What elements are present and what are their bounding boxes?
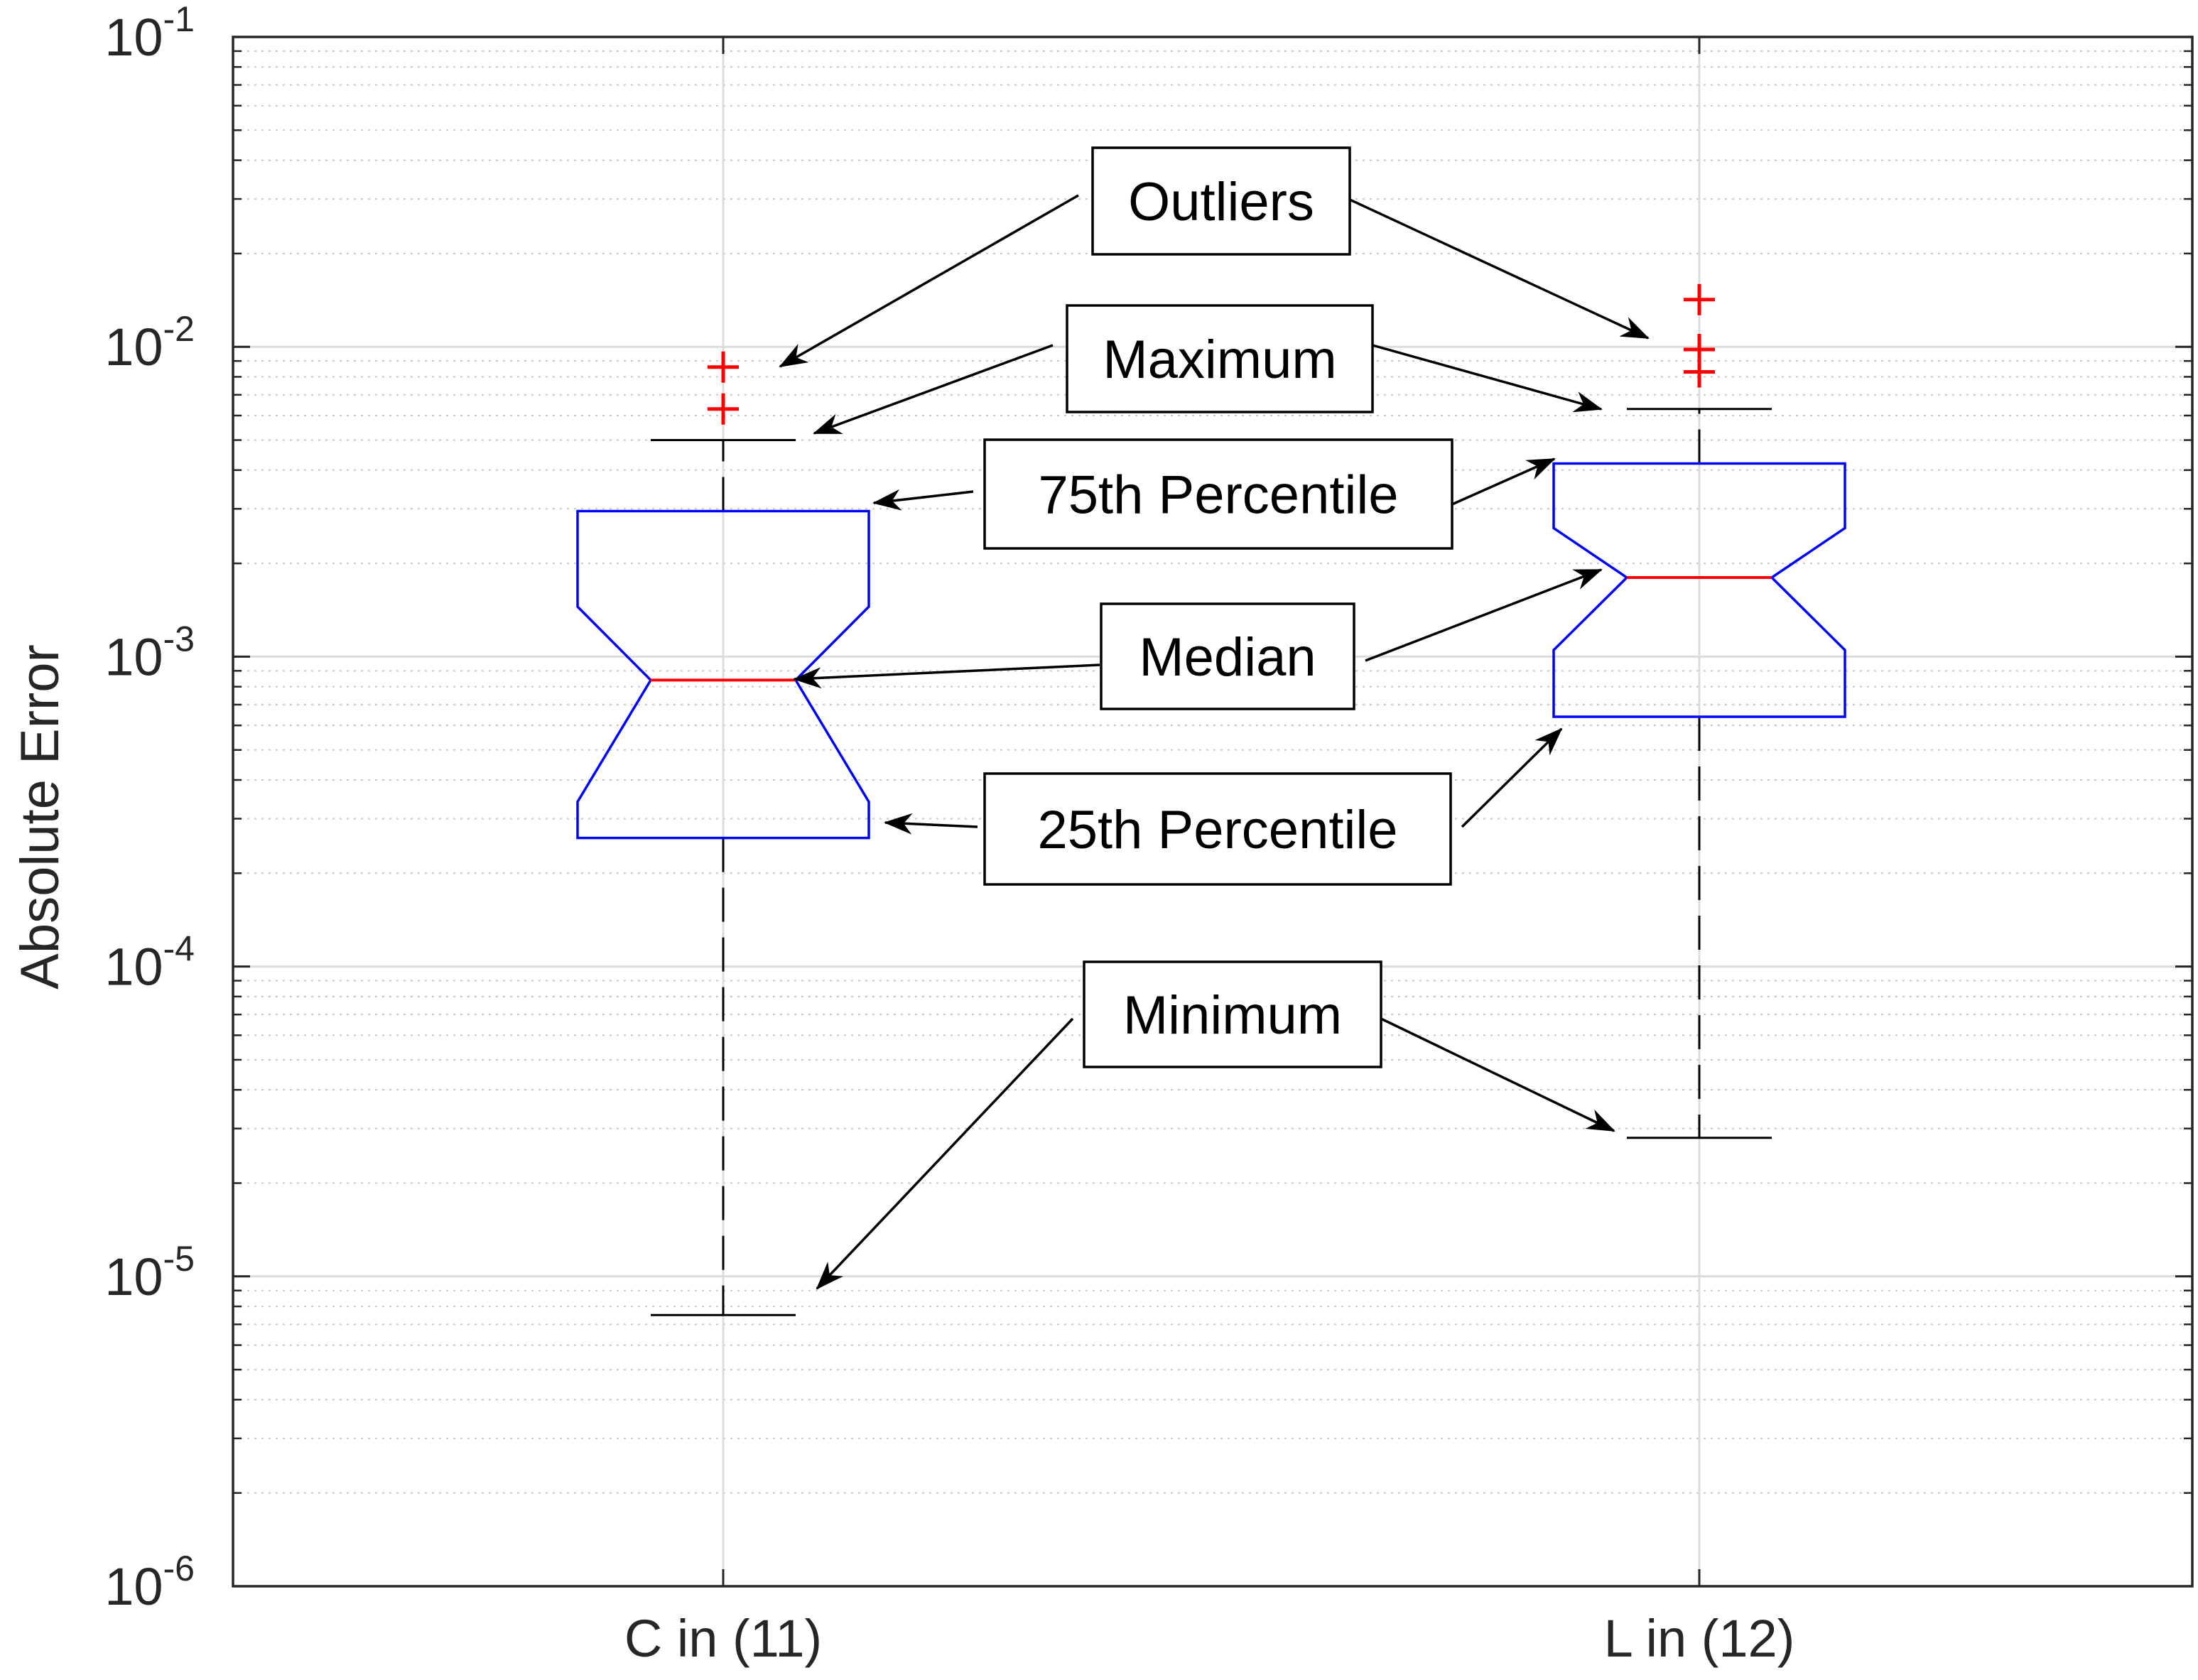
annotation-box xyxy=(983,438,1453,550)
annotation-label: Maximum xyxy=(1103,330,1336,390)
y-axis-label: Absolute Error xyxy=(10,644,70,990)
outlier-marker xyxy=(1684,283,1715,315)
y-tick-exponent: -1 xyxy=(163,0,195,39)
y-tick-base: 10 xyxy=(104,318,163,376)
annotation-arrow xyxy=(1451,457,1556,506)
y-tick-base: 10 xyxy=(104,1247,163,1306)
y-tick-label: 10-1 xyxy=(104,0,195,67)
y-tick-label: 10-5 xyxy=(104,1239,195,1306)
x-tick-label: C in (11) xyxy=(624,1609,822,1668)
box-group xyxy=(1552,283,1846,1139)
annotation-label: 75th Percentile xyxy=(1039,465,1399,526)
axes-frame xyxy=(232,36,2194,1588)
annotation-arrow xyxy=(793,663,1100,689)
annotation-arrow xyxy=(813,344,1054,435)
y-tick-base: 10 xyxy=(104,1557,163,1616)
annotation-arrow xyxy=(872,489,974,511)
annotation-box xyxy=(1083,960,1382,1068)
annotation-label: Outliers xyxy=(1128,172,1314,232)
annotation-arrow xyxy=(1461,727,1563,828)
annotation-label: 25th Percentile xyxy=(1038,800,1398,860)
annotation-median: Median xyxy=(793,568,1603,710)
annotation-arrow xyxy=(1349,198,1650,340)
annotation-p25: 25th Percentile xyxy=(884,727,1563,886)
annotation-box xyxy=(1066,304,1374,413)
y-tick-base: 10 xyxy=(104,627,163,686)
y-tick-label: 10-2 xyxy=(104,309,195,376)
outlier-marker xyxy=(708,351,739,383)
box-group xyxy=(576,351,870,1316)
annotation-minimum: Minimum xyxy=(816,960,1615,1290)
y-tick-base: 10 xyxy=(104,8,163,67)
annotation-arrow xyxy=(779,194,1079,368)
annotation-maximum: Maximum xyxy=(813,304,1603,435)
y-tick-exponent: -2 xyxy=(163,309,195,349)
annotation-arrow xyxy=(816,1017,1074,1290)
outlier-marker xyxy=(708,393,739,425)
y-tick-exponent: -4 xyxy=(163,929,195,969)
x-tick-label: L in (12) xyxy=(1604,1609,1795,1668)
annotation-arrow xyxy=(1372,344,1603,413)
annotation-p75: 75th Percentile xyxy=(872,438,1556,550)
y-tick-label: 10-6 xyxy=(104,1549,195,1616)
outlier-marker xyxy=(1684,334,1715,366)
annotation-label: Median xyxy=(1139,627,1316,688)
notched-box xyxy=(1552,462,1846,718)
annotation-arrow xyxy=(884,813,978,835)
annotation-arrow xyxy=(1365,568,1603,662)
y-tick-exponent: -6 xyxy=(163,1549,195,1588)
y-tick-exponent: -5 xyxy=(163,1239,195,1279)
y-tick-label: 10-4 xyxy=(104,929,195,997)
y-tick-base: 10 xyxy=(104,938,163,997)
annotation-arrow xyxy=(1380,1017,1615,1132)
annotation-label: Minimum xyxy=(1123,985,1342,1046)
y-tick-exponent: -3 xyxy=(163,619,195,659)
axes: 10-610-510-410-310-210-1C in (11)L in (1… xyxy=(104,0,2194,1668)
boxes xyxy=(576,283,1846,1316)
annotation-box xyxy=(1091,146,1351,256)
notched-box xyxy=(576,509,870,840)
annotation-outliers: Outliers xyxy=(779,146,1650,368)
annotation-box xyxy=(1100,602,1355,710)
annotation-box xyxy=(983,772,1452,886)
y-tick-label: 10-3 xyxy=(104,619,195,686)
